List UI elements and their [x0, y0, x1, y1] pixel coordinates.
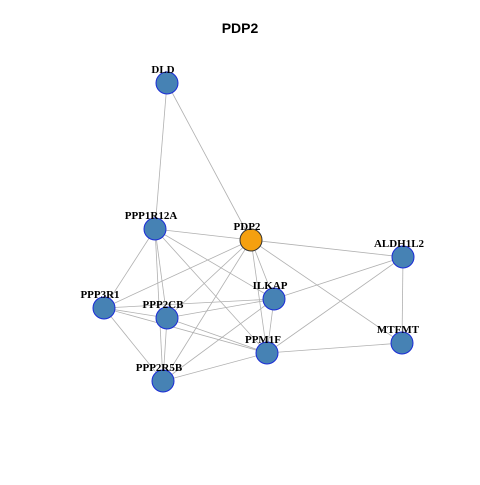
- edge-pdp2-mtfmt: [250, 239, 403, 344]
- node-label-ppp1r12a: PPP1R12A: [125, 210, 178, 222]
- node-ppp1r12a: [143, 217, 167, 241]
- node-ppm1f: [255, 341, 279, 365]
- node-label-ppp3r1: PPP3R1: [80, 289, 119, 301]
- edge-pdp2-ppp2cb: [166, 239, 252, 319]
- node-label-mtfmt: MTFMT: [377, 324, 420, 336]
- edge-aldh1l2-mtfmt: [401, 256, 404, 344]
- edge-ppm1f-ppp2r5b: [162, 352, 268, 382]
- edge-ppp1r12a-ppp2cb: [154, 228, 168, 319]
- edge-ppp1r12a-pdp2: [154, 228, 252, 241]
- node-aldh1l2: [391, 245, 415, 269]
- edge-ppp1r12a-ppm1f: [154, 228, 268, 354]
- edge-ppm1f-mtfmt: [266, 342, 403, 354]
- edge-ppp1r12a-ilkap: [154, 228, 275, 300]
- node-ppp3r1: [92, 296, 116, 320]
- node-label-ppm1f: PPM1F: [245, 334, 281, 346]
- edge-ilkap-ppp2cb: [166, 298, 275, 319]
- node-ilkap: [262, 287, 286, 311]
- diagram-title: PDP2: [221, 20, 259, 36]
- edge-ppp2cb-ppm1f: [166, 317, 268, 354]
- node-ppp2r5b: [151, 369, 175, 393]
- edge-dld-pdp2: [166, 82, 252, 241]
- node-label-aldh1l2: ALDH1L2: [374, 238, 425, 250]
- edge-ppp3r1-ppp2r5b: [103, 307, 164, 382]
- edge-dld-ppp1r12a: [154, 82, 168, 230]
- node-pdp2: [239, 228, 263, 252]
- node-layer: [92, 71, 415, 393]
- node-ppp2cb: [155, 306, 179, 330]
- node-label-ppp2r5b: PPP2R5B: [136, 362, 183, 374]
- node-label-dld: DLD: [151, 64, 174, 76]
- edge-pdp2-aldh1l2: [250, 239, 404, 258]
- node-label-pdp2: PDP2: [234, 221, 261, 233]
- edge-ilkap-ppp3r1: [103, 298, 275, 309]
- edge-ppp1r12a-ppp3r1: [103, 228, 156, 309]
- node-label-ilkap: ILKAP: [253, 280, 288, 292]
- node-label-ppp2cb: PPP2CB: [143, 299, 185, 311]
- edge-aldh1l2-ilkap: [273, 256, 404, 300]
- edge-pdp2-ppp3r1: [103, 239, 252, 309]
- edge-aldh1l2-ppm1f: [266, 256, 404, 354]
- node-dld: [155, 71, 179, 95]
- node-mtfmt: [390, 331, 414, 355]
- edge-pdp2-ppm1f: [250, 239, 268, 354]
- edge-ppp3r1-ppm1f: [103, 307, 268, 354]
